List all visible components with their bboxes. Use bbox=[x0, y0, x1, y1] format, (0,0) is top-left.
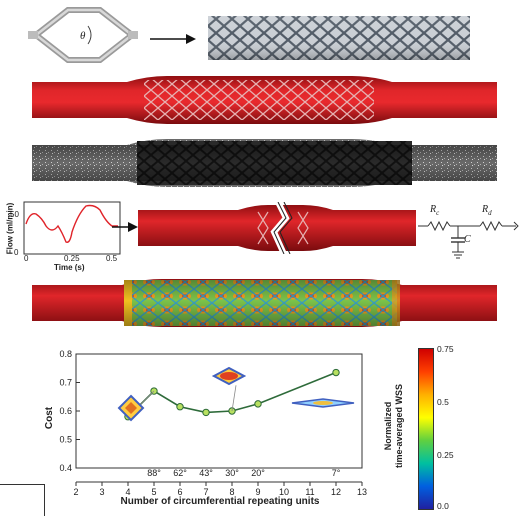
stent-model bbox=[208, 16, 470, 60]
cost-point bbox=[202, 408, 210, 417]
inset-ytick-0: 0 bbox=[14, 248, 19, 257]
wss-vessel bbox=[32, 279, 497, 327]
y-tick-label: 0.6 bbox=[59, 406, 72, 416]
computational-mesh bbox=[32, 139, 497, 187]
glyph-connector bbox=[231, 385, 237, 412]
windkessel-circuit bbox=[418, 220, 519, 259]
x-tick-label: 7 bbox=[203, 487, 208, 497]
colorbar-title: Normalized time-averaged WSS bbox=[383, 351, 419, 501]
angle-label: 43° bbox=[199, 468, 213, 478]
angle-label: 62° bbox=[173, 468, 187, 478]
colorbar-title-line1: Normalized bbox=[383, 401, 393, 451]
rc-label: Rc bbox=[430, 204, 440, 217]
stent-glyph-12 bbox=[291, 398, 355, 408]
colorbar-tick-075: 0.75 bbox=[437, 344, 454, 354]
inset-xtick-0: 0 bbox=[24, 254, 29, 263]
angle-label: 7° bbox=[332, 468, 341, 478]
wss-colorbar bbox=[418, 348, 434, 510]
overlay-box bbox=[0, 484, 45, 516]
colorbar-tick-025: 0.25 bbox=[437, 450, 454, 460]
x-tick-label: 3 bbox=[99, 487, 104, 497]
x-tick-label: 12 bbox=[331, 487, 341, 497]
cost-point bbox=[176, 403, 184, 411]
c-label: C bbox=[464, 234, 471, 245]
y-tick-label: 0.7 bbox=[59, 378, 72, 388]
stent-glyph-4 bbox=[117, 394, 145, 422]
stent-glyph-8 bbox=[212, 366, 246, 386]
colorbar-tick-00: 0.0 bbox=[437, 501, 449, 511]
x-tick-label: 6 bbox=[177, 487, 182, 497]
y-tick-label: 0.4 bbox=[59, 463, 72, 473]
x-tick-label: 4 bbox=[125, 487, 130, 497]
stented-vessel-red bbox=[32, 76, 497, 124]
inset-ytick-50: 50 bbox=[10, 210, 19, 219]
y-axis-label: Cost bbox=[44, 406, 55, 429]
arrow-icon bbox=[150, 34, 196, 44]
flow-inset: Flow (ml/min) 50 0 0 0.25 0.5 Time (s) bbox=[0, 196, 125, 274]
angle-label: 88° bbox=[147, 468, 161, 478]
cost-point bbox=[332, 368, 340, 377]
x-axis-label: Number of circumferential repeating unit… bbox=[121, 496, 320, 507]
x-tick-label: 2 bbox=[73, 487, 78, 497]
x-tick-label: 10 bbox=[279, 487, 289, 497]
arrow-icon-2 bbox=[112, 222, 138, 232]
colorbar-title-line2: time-averaged WSS bbox=[394, 383, 404, 469]
colorbar-tick-05: 0.5 bbox=[437, 397, 449, 407]
unit-cell-diagram: θ bbox=[28, 7, 138, 63]
inset-xtick-05: 0.5 bbox=[106, 254, 118, 263]
x-tick-label: 8 bbox=[229, 487, 234, 497]
theta-label: θ bbox=[80, 30, 86, 42]
x-tick-label: 9 bbox=[255, 487, 260, 497]
inset-xtick-025: 0.25 bbox=[64, 254, 80, 263]
rd-label: Rd bbox=[482, 204, 492, 217]
cost-chart: 0.4 0.5 0.6 0.7 0.8 2 3 4 5 6 7 8 9 10 11 12 13 88° 62° 4… bbox=[44, 349, 367, 507]
x-tick-label: 5 bbox=[151, 487, 156, 497]
inset-xlabel: Time (s) bbox=[54, 263, 85, 272]
vessel-segment bbox=[138, 202, 416, 254]
cost-point bbox=[254, 400, 262, 408]
x-tick-label: 11 bbox=[305, 487, 314, 497]
angle-label: 30° bbox=[225, 468, 239, 478]
angle-label: 20° bbox=[251, 468, 265, 478]
y-tick-label: 0.8 bbox=[59, 349, 72, 359]
y-tick-label: 0.5 bbox=[59, 435, 72, 445]
x-tick-label: 13 bbox=[357, 487, 367, 497]
